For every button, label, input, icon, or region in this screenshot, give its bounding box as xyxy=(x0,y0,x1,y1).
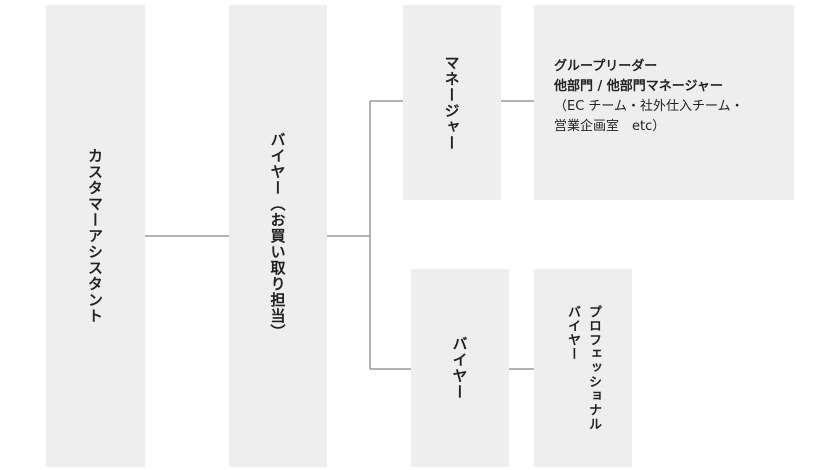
node-group-leader: グループリーダー 他部門 / 他部門マネージャー （EC チーム・社外仕入チーム… xyxy=(534,5,794,200)
node-professional-buyer-line2: バイヤー xyxy=(565,305,580,361)
node-customer-assistant: カスタマーアシスタント xyxy=(46,5,145,467)
node-group-leader-line4: 営業企画室 etc） xyxy=(554,119,666,134)
node-manager-label: マネージャー xyxy=(442,54,461,151)
node-buyer: バイヤー xyxy=(411,269,509,467)
node-professional-buyer: プロフェッショナル バイヤー xyxy=(534,269,632,467)
node-group-leader-text: グループリーダー 他部門 / 他部門マネージャー （EC チーム・社外仕入チーム… xyxy=(554,57,744,137)
node-group-leader-line3: （EC チーム・社外仕入チーム・ xyxy=(554,99,744,114)
node-customer-assistant-label: カスタマーアシスタント xyxy=(86,148,104,324)
node-buyer-purchasing: バイヤー（お買い取り担当） xyxy=(229,5,327,467)
node-professional-buyer-line1: プロフェッショナル xyxy=(586,305,601,431)
node-manager: マネージャー xyxy=(403,5,501,200)
node-group-leader-line1: グループリーダー xyxy=(554,59,658,74)
node-professional-buyer-text: プロフェッショナル バイヤー xyxy=(563,305,603,431)
node-group-leader-line2: 他部門 / 他部門マネージャー xyxy=(554,79,723,94)
node-buyer-purchasing-label: バイヤー（お買い取り担当） xyxy=(268,132,287,340)
node-buyer-label: バイヤー xyxy=(450,336,469,400)
